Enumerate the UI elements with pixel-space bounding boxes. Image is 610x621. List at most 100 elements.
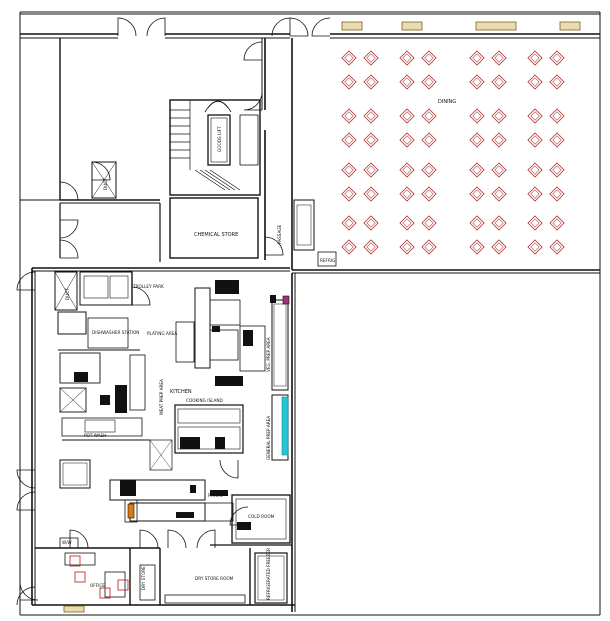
dining-table: [341, 162, 357, 178]
dining-chair: [472, 111, 482, 121]
dining-table: [363, 186, 379, 202]
cyan-counter: [281, 396, 289, 456]
dining-chair: [472, 165, 482, 175]
dining-table-cluster: [399, 50, 437, 90]
dining-chair: [494, 242, 504, 252]
label-cold-room: COLD ROOM: [248, 514, 275, 519]
dining-table-cluster: [469, 162, 507, 202]
dining-table-cluster: [469, 215, 507, 255]
label-goods-lift: GOODS LIFT: [217, 126, 222, 152]
dining-table: [421, 215, 437, 231]
dining-table: [399, 215, 415, 231]
dining-chair: [472, 189, 482, 199]
dining-table: [549, 162, 565, 178]
dining-table-cluster: [341, 215, 379, 255]
window-4: [559, 21, 581, 31]
dining-table: [491, 186, 507, 202]
dining-chair: [552, 135, 562, 145]
dining-table: [527, 74, 543, 90]
dining-table: [363, 132, 379, 148]
dining-chair: [530, 77, 540, 87]
dining-table: [399, 186, 415, 202]
dining-chair: [494, 53, 504, 63]
dining-chair: [344, 189, 354, 199]
dining-table: [491, 74, 507, 90]
dining-table: [469, 132, 485, 148]
dining-table: [421, 239, 437, 255]
dining-table: [469, 50, 485, 66]
window-1: [341, 21, 363, 31]
dining-chair: [366, 189, 376, 199]
dining-table: [527, 50, 543, 66]
dining-tables: [341, 50, 565, 255]
dining-table: [491, 108, 507, 124]
dining-chair: [402, 111, 412, 121]
dining-chair: [472, 135, 482, 145]
dining-table: [491, 162, 507, 178]
dining-chair: [402, 77, 412, 87]
dining-chair: [552, 189, 562, 199]
dining-chair: [494, 111, 504, 121]
dining-chair: [344, 165, 354, 175]
label-dry-store-room: DRY STORE ROOM: [195, 576, 234, 581]
dining-table-cluster: [527, 108, 565, 148]
label-duct-top: DUCT: [103, 178, 108, 190]
dining-table: [421, 186, 437, 202]
room-labels: DINING GOODS LIFT DUCT DUCT CHEMICAL STO…: [62, 99, 456, 600]
label-veg-prep: VEG. PREP AREA: [266, 337, 271, 372]
label-dishwasher-station: DISHWASHER STATION: [92, 330, 139, 335]
label-dry-store-small: DRY STORE: [141, 566, 146, 590]
dining-table: [491, 239, 507, 255]
dining-chair: [530, 53, 540, 63]
dining-table: [363, 239, 379, 255]
label-trolley-park: TROLLEY PARK: [132, 284, 164, 289]
office-chairs: [69, 555, 129, 599]
dining-table: [341, 186, 357, 202]
dining-table-cluster: [341, 50, 379, 90]
dining-table: [363, 74, 379, 90]
dining-table: [399, 74, 415, 90]
label-refrigerated-freezer: REFRIGERATED FREEZER: [266, 548, 271, 600]
dining-table: [491, 132, 507, 148]
label-chemical-store: CHEMICAL STORE: [194, 232, 238, 238]
dining-chair: [424, 111, 434, 121]
dining-table: [469, 74, 485, 90]
dining-table: [421, 74, 437, 90]
outer-walls: [19, 11, 601, 616]
dining-table-cluster: [399, 162, 437, 202]
label-plating-area: PLATING AREA: [147, 331, 177, 336]
dining-table: [527, 186, 543, 202]
dining-chair: [472, 77, 482, 87]
dining-chair: [530, 218, 540, 228]
dining-chair: [344, 242, 354, 252]
dining-chair: [494, 77, 504, 87]
dining-chair: [344, 218, 354, 228]
label-cooking-island: COOKING ISLAND: [186, 398, 223, 403]
label-kitchen: KITCHEN: [170, 389, 192, 395]
dining-table: [549, 108, 565, 124]
window-5: [63, 605, 85, 613]
dining-table: [399, 132, 415, 148]
dining-table: [341, 108, 357, 124]
dining-chair: [552, 77, 562, 87]
dining-chair: [402, 218, 412, 228]
dining-chair: [530, 135, 540, 145]
dining-table: [469, 239, 485, 255]
label-pass: P.A.S.S.: [208, 493, 223, 498]
dining-table: [549, 186, 565, 202]
dining-chair: [472, 218, 482, 228]
dining-table: [341, 239, 357, 255]
dining-table: [469, 108, 485, 124]
dining-chair: [552, 53, 562, 63]
dining-chair: [424, 77, 434, 87]
dining-chair: [552, 242, 562, 252]
dining-chair: [530, 189, 540, 199]
dining-table-cluster: [341, 108, 379, 148]
dining-chair: [494, 218, 504, 228]
dining-chair: [494, 165, 504, 175]
dining-table: [527, 215, 543, 231]
dining-chair: [366, 135, 376, 145]
dining-table-cluster: [399, 108, 437, 148]
doors: [16, 17, 331, 606]
